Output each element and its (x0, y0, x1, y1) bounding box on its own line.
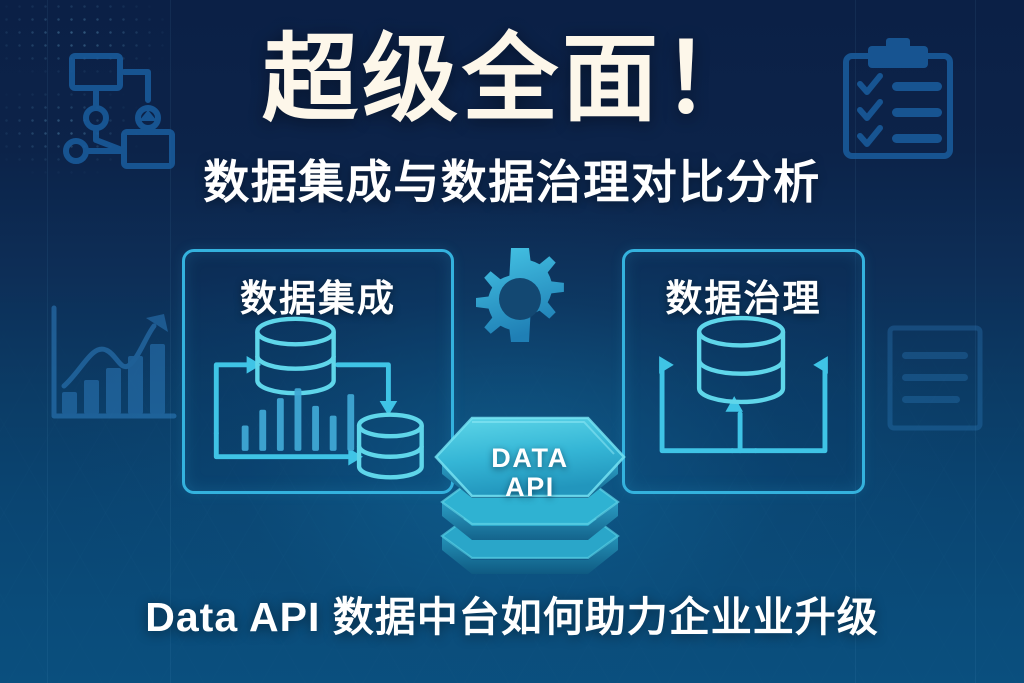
database-cylinder-icon (255, 316, 336, 396)
document-lines-icon (887, 325, 983, 431)
growth-bar-chart-icon (51, 305, 177, 419)
arrow-right-icon (246, 356, 262, 374)
gear-icon (476, 248, 564, 342)
data-integration-diagram (213, 316, 424, 480)
arrow-left-icon (813, 356, 828, 374)
footer-caption: Data API 数据中台如何助力企业业升级 (145, 594, 879, 640)
panel-data-governance[interactable]: 数据治理 (622, 249, 865, 494)
panel-data-integration[interactable]: 数据集成 (182, 249, 454, 494)
page-title: 超级全面！ (262, 26, 762, 133)
page-subtitle: 数据集成与数据治理对比分析 (203, 156, 821, 208)
panel-title-data-integration: 数据集成 (240, 278, 396, 319)
panel-title-data-governance: 数据治理 (665, 278, 822, 319)
data-governance-diagram (659, 315, 828, 454)
hexagon-stack-icon[interactable]: DATA API (424, 410, 636, 582)
bar-chart-icon (241, 388, 355, 451)
database-cylinder-icon (696, 315, 786, 405)
arrow-right-icon (348, 447, 363, 466)
arrow-down-icon (379, 401, 398, 416)
hex-layer-top (434, 416, 626, 498)
database-cylinder-icon (356, 412, 424, 480)
arrow-right-icon (659, 356, 674, 374)
